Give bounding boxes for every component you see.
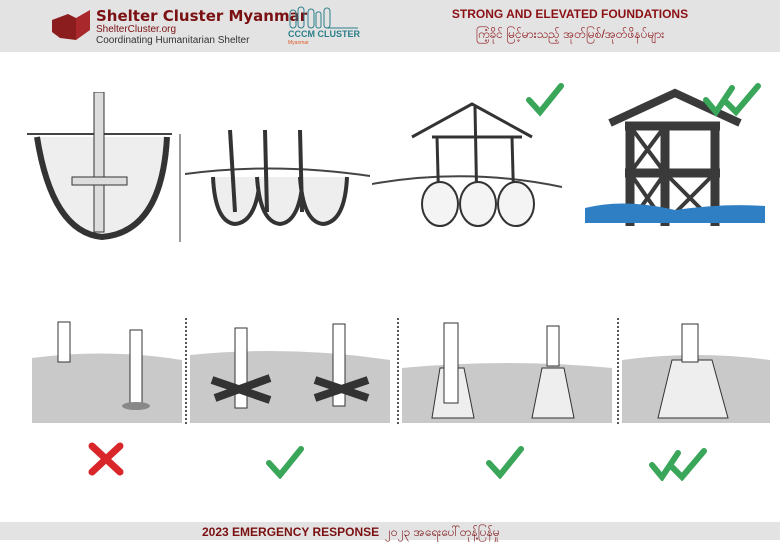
double-check-icon — [649, 448, 707, 481]
posts-crossbars-illustration — [190, 323, 390, 423]
partner-sub: Myanmar — [288, 40, 309, 46]
page-title: STRONG AND ELEVATED FOUNDATIONS — [451, 7, 689, 21]
concrete-footing-illustration — [402, 322, 612, 423]
org-tagline: Coordinating Humanitarian Shelter — [96, 35, 250, 46]
reinforced-footing-illustration — [622, 323, 770, 423]
check-icon — [526, 83, 564, 117]
divider — [617, 318, 619, 424]
posts-in-ground-illustration — [32, 321, 182, 423]
three-posts-in-pits-illustration — [185, 129, 370, 227]
partner-name: CCCM CLUSTER — [288, 29, 360, 39]
footer-label-myanmar: ၂၀၂၃ အရေးပေါ်တုန့်ပြန်မှု — [385, 525, 500, 539]
divider — [185, 318, 187, 424]
cccm-logo — [289, 6, 358, 29]
post-in-pit-illustration — [27, 92, 181, 242]
cross-icon — [88, 442, 124, 476]
check-icon — [266, 446, 304, 479]
page-title-myanmar: ကြံ့ခိုင် မြင့်မားသည့် အုတ်မြစ်/အုတ်ဖိနပ… — [475, 27, 665, 41]
check-icon — [486, 446, 524, 479]
shelter-cluster-logo — [52, 10, 90, 40]
divider — [397, 318, 399, 424]
header: Shelter Cluster Myanmar ShelterCluster.o… — [0, 0, 780, 52]
elevated-house-flood-illustration — [585, 88, 765, 226]
org-name: Shelter Cluster Myanmar — [96, 7, 308, 25]
footer-label: 2023 EMERGENCY RESPONSE — [202, 525, 380, 539]
org-url[interactable]: ShelterCluster.org — [96, 24, 177, 35]
double-check-icon — [703, 83, 761, 117]
footer: 2023 EMERGENCY RESPONSE ၂၀၂၃ အရေးပေါ်တုန… — [0, 522, 780, 540]
frame-on-pits-illustration — [372, 102, 562, 227]
